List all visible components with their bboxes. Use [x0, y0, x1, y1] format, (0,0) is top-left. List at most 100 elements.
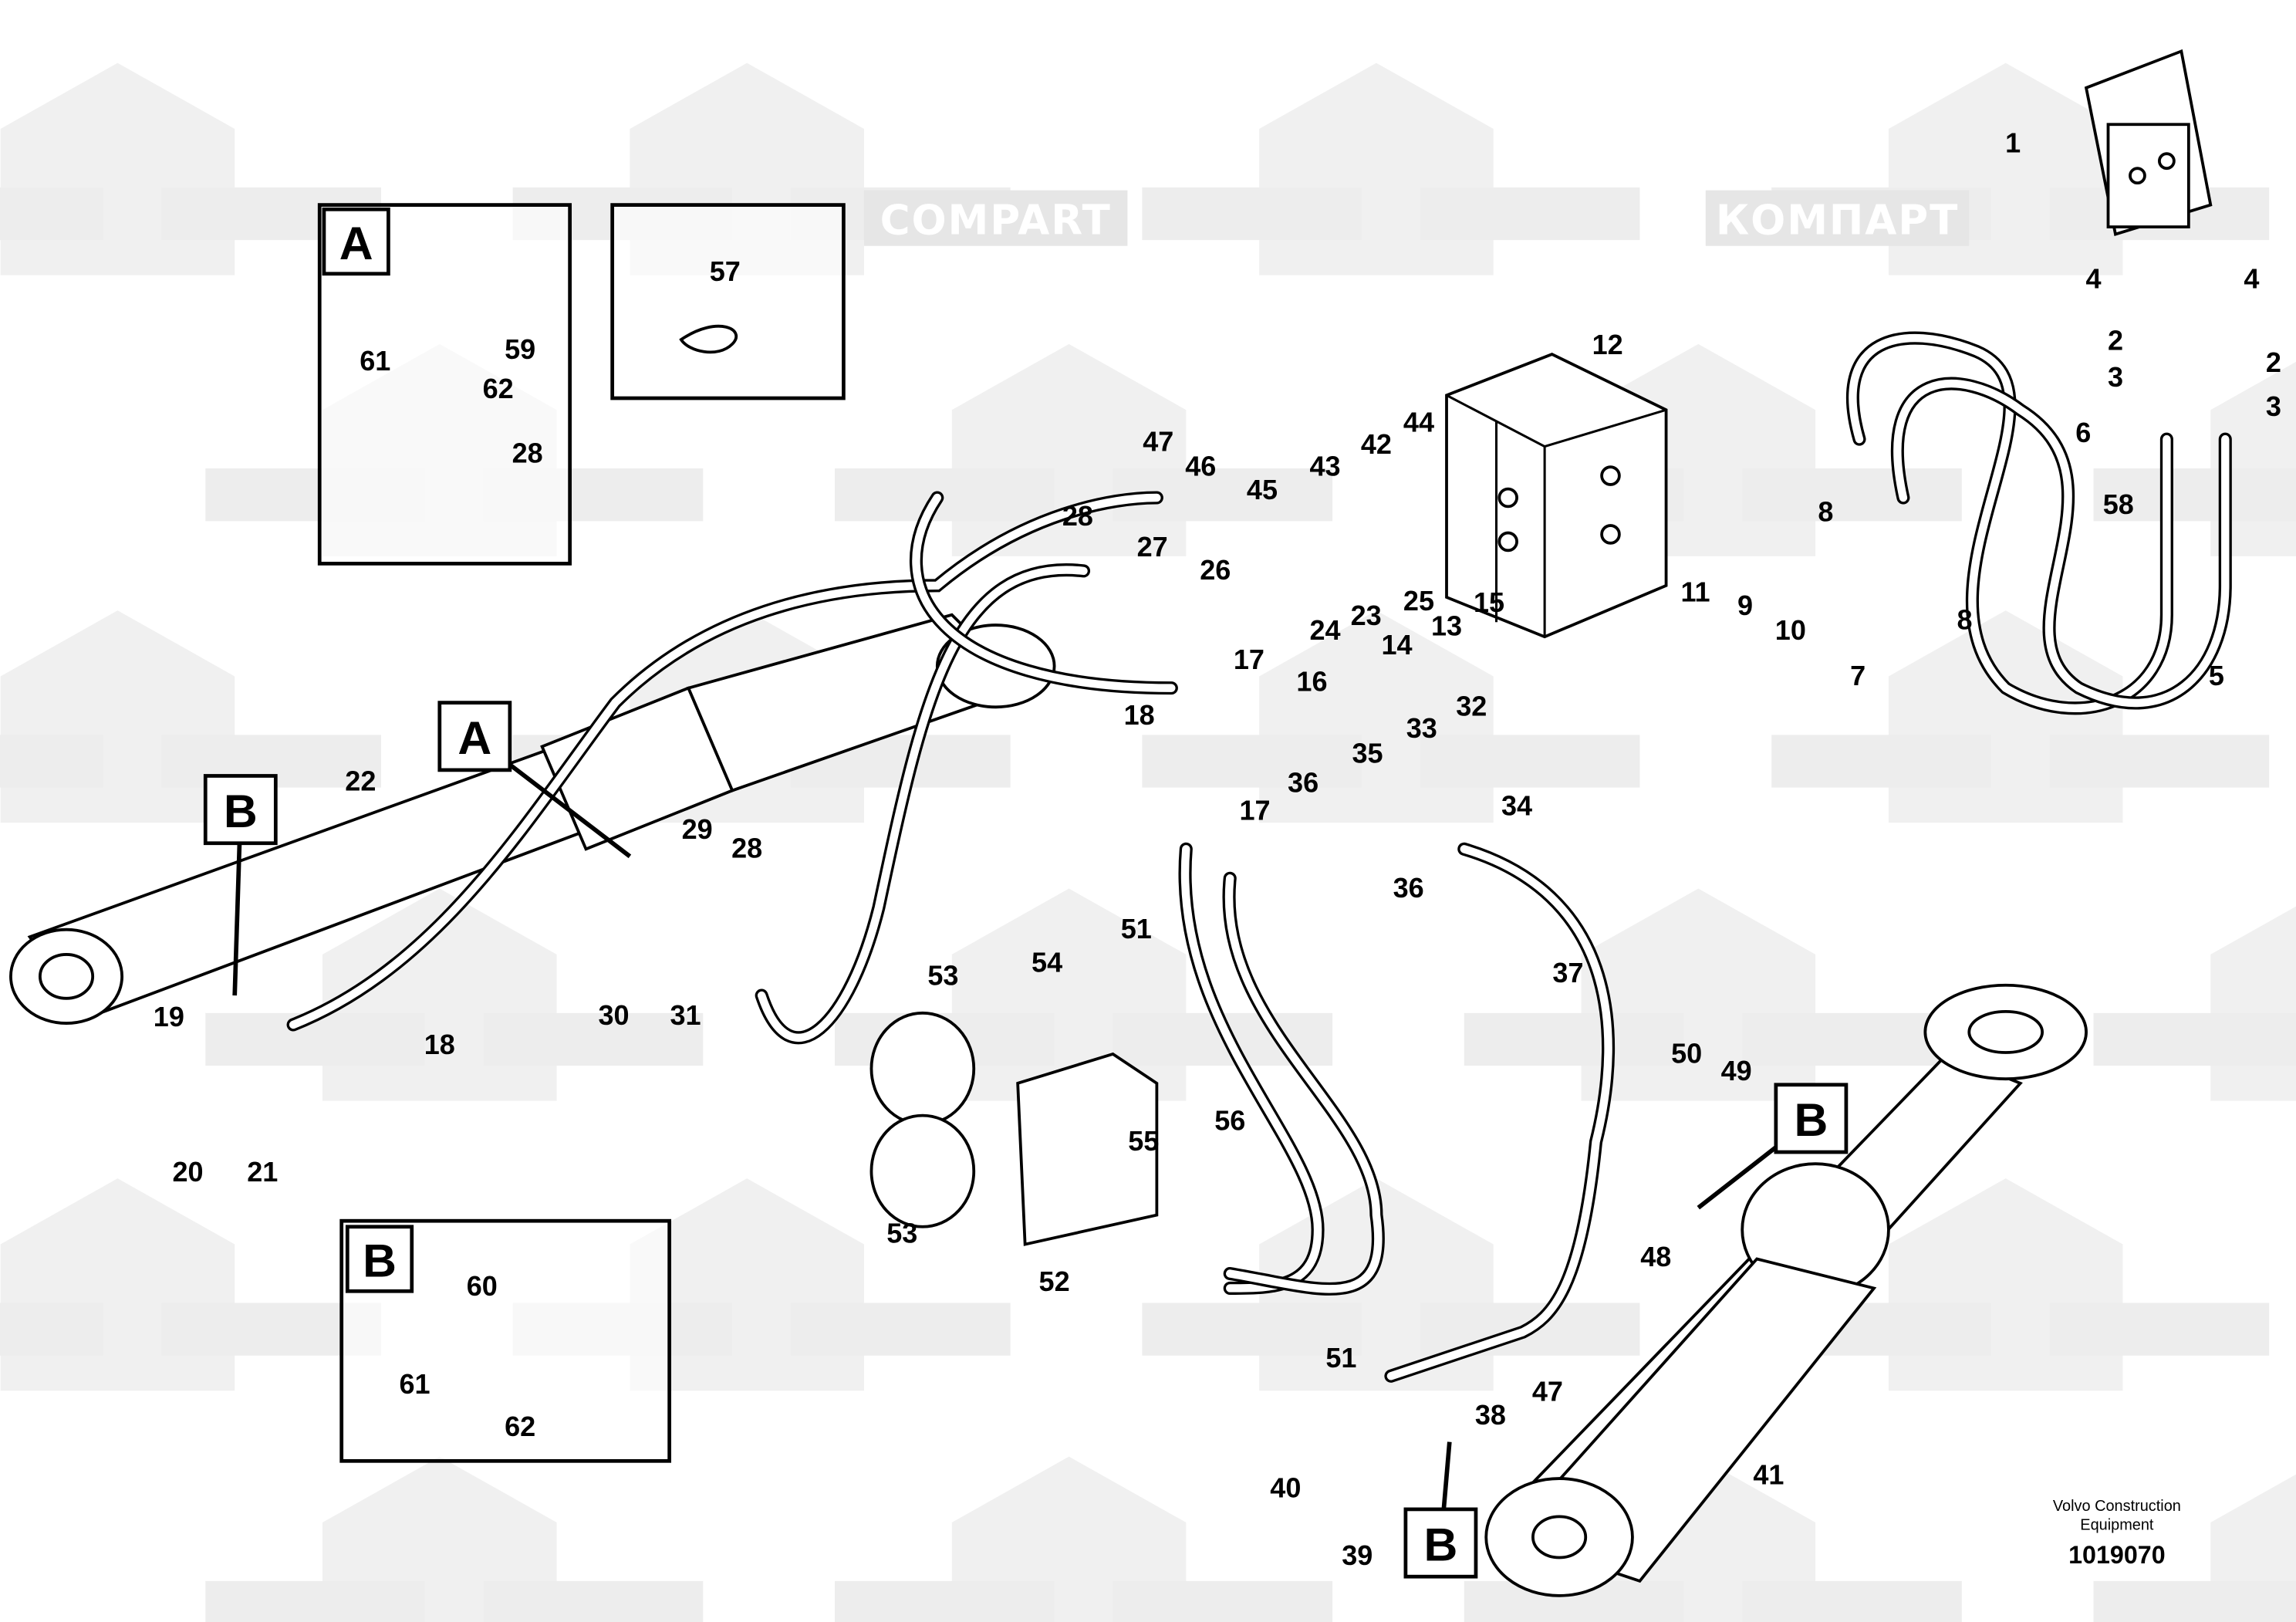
- drawing-number: 1019070: [2068, 1541, 2166, 1569]
- watermark-logo: [1888, 1178, 2123, 1391]
- accumulator-bracket: [869, 1011, 1159, 1246]
- callout-32: 32: [1456, 691, 1487, 722]
- callout-25: 25: [1403, 585, 1434, 617]
- callout-39: 39: [1342, 1539, 1373, 1571]
- callout-44: 44: [1403, 407, 1434, 438]
- watermark-logo: [1581, 888, 1816, 1101]
- watermark-logo: [2210, 906, 2296, 1101]
- company-line-1: Volvo Construction: [2053, 1498, 2181, 1515]
- callout-5: 5: [2209, 660, 2224, 691]
- watermark-band: [1420, 735, 1640, 788]
- inset-a-title-box: [322, 207, 390, 276]
- callout-47: 47: [1143, 425, 1173, 457]
- callout-3: 3: [2108, 361, 2123, 393]
- view-marker-A: A: [458, 711, 491, 764]
- callout-34: 34: [1501, 790, 1532, 822]
- watermark-band: [1142, 1303, 1362, 1356]
- callout-40: 40: [1270, 1472, 1301, 1504]
- callout-4: 4: [2086, 263, 2102, 295]
- watermark-band: [1464, 1012, 1684, 1066]
- callout-35: 35: [1352, 737, 1383, 769]
- callout-21: 21: [247, 1156, 278, 1188]
- view-markers: A B B B: [203, 701, 1849, 1579]
- view-marker-box: [1774, 1083, 1849, 1154]
- callout-52: 52: [1039, 1265, 1070, 1297]
- watermark-band: [2049, 1303, 2270, 1356]
- inset-callout: 61: [360, 345, 390, 377]
- watermark-band: [863, 190, 1128, 246]
- callout-8: 8: [1957, 604, 1973, 636]
- callout-12: 12: [1592, 329, 1623, 360]
- inset-callout: 57: [710, 255, 741, 287]
- callout-48: 48: [1640, 1241, 1671, 1272]
- steering-unit: [2084, 49, 2213, 236]
- callout-54: 54: [1032, 947, 1062, 978]
- watermark-band: [205, 1580, 425, 1622]
- callout-50: 50: [1671, 1037, 1702, 1069]
- view-marker-B: B: [1794, 1093, 1828, 1146]
- callout-42: 42: [1361, 428, 1392, 460]
- callout-49: 49: [1721, 1055, 1752, 1086]
- callout-53: 53: [927, 960, 958, 992]
- callout-31: 31: [670, 999, 701, 1031]
- watermark-logo: [0, 63, 235, 275]
- view-marker-B: B: [224, 785, 258, 837]
- callout-46: 46: [1185, 451, 1216, 482]
- view-marker-box: [437, 701, 512, 772]
- watermark-band: [1705, 190, 1970, 246]
- inset-callout: 61: [400, 1368, 430, 1400]
- watermark-band: [2093, 468, 2296, 522]
- watermark-band: [0, 187, 103, 241]
- cable-tie: [679, 324, 738, 354]
- watermark-text-layer: COMPART КОМПАРТ: [863, 190, 1970, 246]
- callout-20: 20: [172, 1156, 203, 1188]
- callout-28: 28: [731, 833, 762, 864]
- watermark-band: [1142, 735, 1362, 788]
- callout-2: 2: [2266, 346, 2281, 378]
- callout-29: 29: [682, 813, 713, 845]
- callout-6: 6: [2075, 417, 2091, 448]
- inset-callout: 59: [505, 333, 535, 365]
- callout-26: 26: [1200, 554, 1231, 586]
- callout-51: 51: [1121, 913, 1152, 944]
- callout-41: 41: [1753, 1459, 1784, 1491]
- hoses: [286, 331, 2232, 1383]
- callout-33: 33: [1406, 712, 1437, 744]
- watermark-band: [483, 1580, 704, 1622]
- watermark-band: [1142, 187, 1362, 241]
- callout-10: 10: [1775, 614, 1806, 646]
- watermark-band: [0, 1303, 103, 1356]
- callout-17: 17: [1234, 644, 1264, 675]
- callout-36: 36: [1393, 872, 1424, 904]
- callout-56: 56: [1214, 1105, 1245, 1137]
- watermark-band: [483, 1012, 704, 1066]
- inset-callout: 62: [483, 373, 514, 404]
- callout-38: 38: [1475, 1399, 1506, 1431]
- valve-block: [1445, 353, 1668, 639]
- callout-30: 30: [599, 999, 630, 1031]
- callout-27: 27: [1137, 531, 1168, 563]
- watermark-logo: [0, 610, 235, 823]
- inset-57-frame: [610, 203, 846, 400]
- callout-8: 8: [1818, 495, 1833, 527]
- watermark-text: COMPART: [880, 197, 1112, 245]
- view-marker-box: [1403, 1507, 1478, 1579]
- watermark-logo: [0, 1178, 235, 1391]
- inset-b-title-box: [345, 1225, 414, 1293]
- watermark-logo: [1259, 63, 1494, 275]
- callout-4: 4: [2244, 263, 2259, 295]
- watermark-band: [1742, 468, 1962, 522]
- callout-3: 3: [2266, 390, 2281, 422]
- watermark-band: [791, 1303, 1011, 1356]
- inset-a-title: A: [339, 217, 373, 269]
- callout-9: 9: [1737, 590, 1753, 621]
- watermark-band: [1113, 1580, 1333, 1622]
- inset-b-title: B: [363, 1234, 397, 1286]
- watermark-logo: [1888, 610, 2123, 823]
- callout-37: 37: [1552, 957, 1583, 988]
- inset-callout: 62: [505, 1411, 535, 1442]
- hydraulic-cylinder-right: [1484, 983, 2088, 1597]
